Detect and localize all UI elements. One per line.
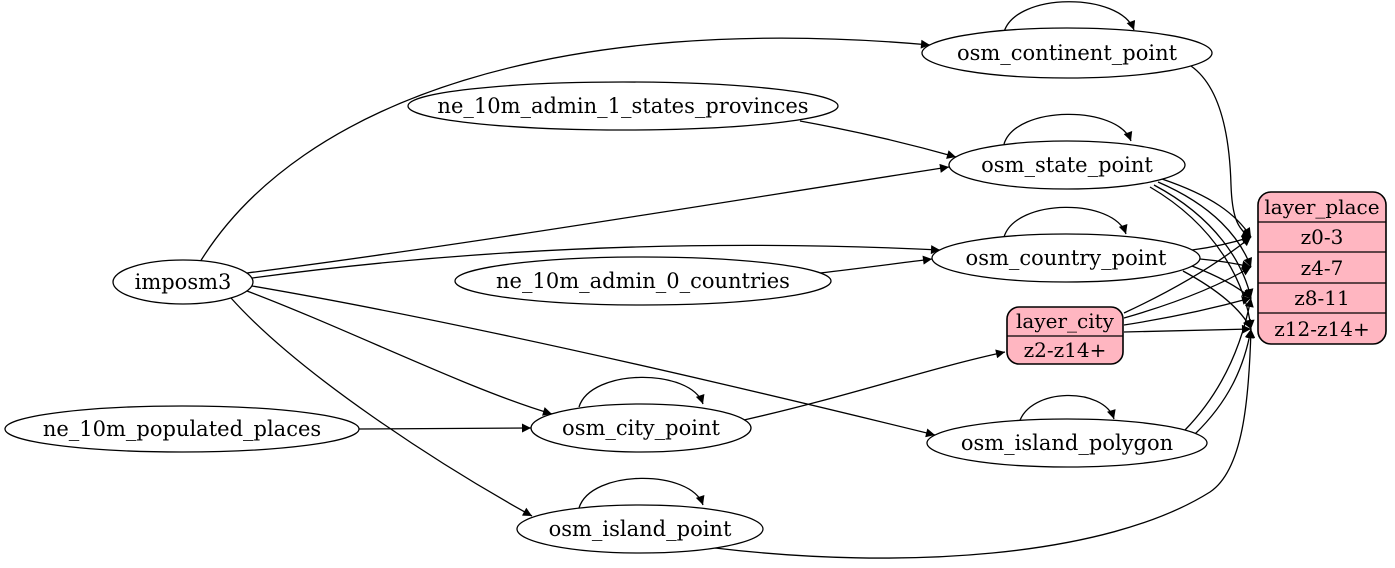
node-ne-states-provinces-shape (407, 81, 839, 131)
node-osm-island-point-label: osm_island_point (549, 517, 732, 541)
node-osm-island-polygon-label: osm_island_polygon (961, 431, 1173, 455)
edge-osm-state-point-to-layer-place-z12-z14 (1149, 186, 1255, 330)
node-ne-10m-admin-1-states-provinces: ne_10m_admin_1_states_provinces (407, 81, 839, 131)
record-layer-city: layer_city z2-z14+ (1006, 306, 1124, 365)
record-layer-place-row-z12-z14: z12-z14+ (1274, 317, 1370, 341)
edge-imposm3-to-osm-country-point (251, 244, 941, 279)
record-layer-place-row-z8-11: z8-11 (1294, 286, 1349, 310)
edge-osm-country-point-to-layer-place-z8-11 (1191, 265, 1252, 299)
edge-ne-countries-to-osm-country-point (819, 255, 933, 274)
record-layer-city-title: layer_city (1016, 309, 1115, 333)
edge-ne-populated-places-to-osm-city-point (358, 423, 532, 433)
edges (199, 1, 1256, 559)
node-osm-continent-point-shape (921, 27, 1213, 79)
node-ne-10m-populated-places: ne_10m_populated_places (4, 405, 360, 453)
node-osm-city-point: osm_city_point (530, 403, 752, 453)
edge-osm-country-point-to-layer-place-z4-7 (1199, 258, 1252, 270)
edge-imposm3-to-osm-island-point (230, 297, 533, 517)
edge-layer-city-to-layer-place-z12-z14 (1123, 324, 1252, 334)
node-imposm3-label: imposm3 (135, 270, 232, 294)
edge-ne-states-provinces-to-osm-state-point (799, 120, 957, 159)
record-layer-place-box (1257, 191, 1387, 345)
node-osm-state-point-label: osm_state_point (981, 153, 1153, 177)
node-osm-island-point-shape (516, 504, 764, 554)
node-imposm3-shape (112, 259, 254, 305)
self-loop-osm-island-polygon (1018, 394, 1116, 424)
edge-layer-city-to-layer-place-z8-11 (1123, 296, 1252, 326)
edge-imposm3-to-osm-continent-point (199, 37, 931, 263)
node-imposm3: imposm3 (112, 259, 254, 305)
edge-osm-state-point-to-layer-place-z8-11 (1153, 184, 1254, 299)
node-ne-populated-places-shape (4, 405, 360, 453)
record-layer-place-title: layer_place (1264, 195, 1379, 219)
edge-osm-island-polygon-to-layer-place-z12-z14 (1194, 328, 1254, 435)
node-ne-populated-places-label: ne_10m_populated_places (43, 417, 321, 441)
node-ne-10m-admin-0-countries: ne_10m_admin_0_countries (454, 256, 832, 306)
node-osm-island-polygon-shape (926, 418, 1208, 468)
self-loop-osm-city-point (578, 376, 705, 408)
node-ne-states-provinces-label: ne_10m_admin_1_states_provinces (437, 94, 808, 118)
record-layer-city-row-z2-z14: z2-z14+ (1024, 338, 1107, 362)
node-ne-countries-label: ne_10m_admin_0_countries (496, 269, 790, 293)
edge-imposm3-to-osm-city-point (246, 290, 553, 416)
node-osm-continent-point-label: osm_continent_point (957, 41, 1178, 65)
edge-osm-city-point-to-layer-city-z2-z14 (743, 349, 1006, 421)
node-osm-island-polygon: osm_island_polygon (926, 418, 1208, 468)
edge-imposm3-to-osm-island-polygon (251, 285, 936, 438)
self-loop-osm-state-point (1003, 113, 1133, 145)
self-loop-osm-country-point (1003, 206, 1128, 238)
edge-osm-country-point-to-layer-place-z12-z14 (1182, 270, 1252, 330)
edge-imposm3-to-osm-state-point (246, 163, 950, 274)
record-layer-place-row-z0-3: z0-3 (1301, 225, 1344, 249)
self-loop-osm-continent-point (1003, 1, 1136, 33)
node-osm-continent-point: osm_continent_point (921, 27, 1213, 79)
node-osm-island-point: osm_island_point (516, 504, 764, 554)
self-loop-osm-island-point (578, 477, 705, 509)
node-osm-country-point-label: osm_country_point (966, 246, 1167, 270)
edge-osm-island-point-to-layer-place-z12-z14 (714, 328, 1256, 559)
record-layer-place-row-z4-7: z4-7 (1301, 256, 1344, 280)
edge-osm-island-polygon-to-layer-place-z8-11 (1184, 297, 1254, 431)
node-osm-country-point-shape (931, 233, 1201, 283)
edge-layer-city-to-layer-place-z4-7 (1123, 266, 1252, 319)
node-osm-state-point-shape (948, 140, 1186, 190)
edge-osm-state-point-to-layer-place-z4-7 (1157, 181, 1253, 268)
edge-osm-continent-point-to-layer-place-z0-3 (1190, 65, 1252, 238)
node-ne-countries-shape (454, 256, 832, 306)
edge-osm-state-point-to-layer-place-z0-3 (1161, 178, 1252, 238)
record-layer-place: layer_place z0-3 z4-7 z8-11 z12-z14+ (1257, 191, 1387, 345)
node-osm-city-point-label: osm_city_point (562, 416, 720, 440)
node-osm-state-point: osm_state_point (948, 140, 1186, 190)
node-osm-city-point-shape (530, 403, 752, 453)
node-osm-country-point: osm_country_point (931, 233, 1201, 283)
